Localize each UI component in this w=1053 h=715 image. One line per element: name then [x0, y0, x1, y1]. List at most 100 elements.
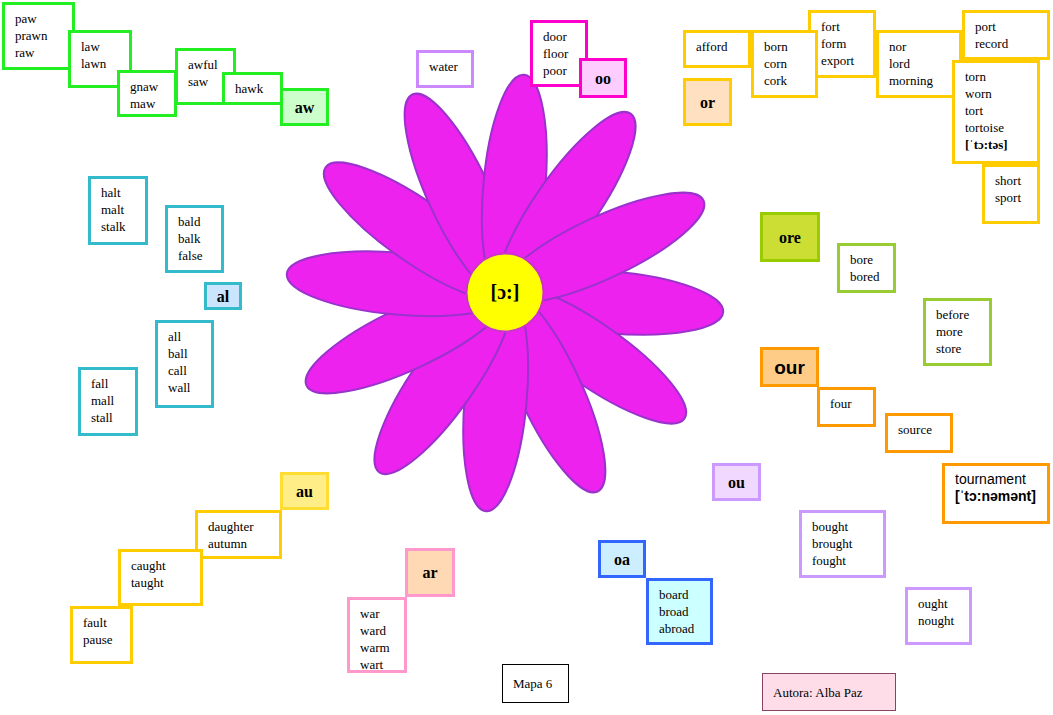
word-box: hawk [222, 72, 283, 105]
word-text: tort [965, 102, 1037, 119]
spelling-tag: al [204, 282, 242, 310]
word-text: source [898, 421, 950, 438]
word-text: fort [821, 18, 873, 35]
word-text: water [429, 58, 471, 75]
word-box: baldbalkfalse [165, 205, 224, 273]
word-text: au [296, 483, 313, 500]
word-text: sport [995, 189, 1037, 206]
word-text: brought [812, 535, 883, 552]
word-text: oa [614, 551, 630, 568]
word-text: or [700, 94, 715, 111]
word-text: gnaw [130, 78, 174, 95]
word-box: haltmaltstalk [88, 176, 148, 245]
word-text: broad [659, 603, 710, 620]
word-text: corn [764, 55, 815, 72]
word-text: tournament [955, 471, 1047, 488]
word-text: afford [696, 38, 748, 55]
word-box: faultpause [70, 606, 133, 664]
word-text: aw [295, 99, 315, 116]
word-box: allballcallwall [155, 320, 214, 408]
word-text: Autora: Alba Paz [773, 684, 863, 701]
word-text: tortoise [965, 119, 1037, 136]
word-text: [ˈtɔ:təs] [965, 136, 1037, 153]
circle-shape [467, 254, 544, 332]
word-box: warwardwarmwart [347, 597, 407, 673]
word-text: fall [91, 375, 135, 392]
petals [284, 72, 726, 514]
word-box: water [416, 50, 474, 88]
word-text: maw [130, 95, 174, 112]
spelling-tag: ar [405, 548, 455, 597]
word-text: form [821, 35, 873, 52]
word-text: stall [91, 409, 135, 426]
spelling-tag: oo [579, 58, 627, 98]
word-box: portrecord [962, 10, 1050, 60]
word-text: call [168, 362, 211, 379]
word-text: wall [168, 379, 211, 396]
word-text: daughter [208, 518, 279, 535]
word-text: our [774, 359, 805, 376]
word-text: hawk [235, 80, 280, 97]
word-text: stalk [101, 218, 145, 235]
word-text: false [178, 247, 221, 264]
word-box: daughterautumn [195, 510, 282, 559]
word-text: taught [131, 574, 200, 591]
word-text: ar [422, 564, 437, 581]
word-text: ore [779, 229, 801, 246]
word-text: torn [965, 68, 1037, 85]
phoneme-circle: [ɔ:] [465, 252, 545, 333]
word-box: afford [683, 30, 751, 68]
word-text: bored [850, 268, 893, 285]
spelling-tag: our [760, 347, 819, 387]
word-text: ball [168, 345, 211, 362]
word-text: war [360, 605, 404, 622]
word-text: all [168, 328, 211, 345]
word-text: warm [360, 639, 404, 656]
word-text: bald [178, 213, 221, 230]
spelling-tag: ore [760, 212, 820, 262]
word-box: shortsport [982, 164, 1040, 224]
word-text: port [975, 18, 1047, 35]
word-text: caught [131, 557, 200, 574]
word-text: Mapa 6 [513, 675, 552, 692]
word-text: more [936, 323, 989, 340]
word-box: source [885, 413, 953, 453]
word-text: bought [812, 518, 883, 535]
word-text: prawn [15, 27, 72, 44]
word-text: paw [15, 10, 72, 27]
word-text: ou [728, 474, 745, 491]
spelling-tag: or [683, 78, 732, 126]
word-text: fought [812, 552, 883, 569]
word-text: board [659, 586, 710, 603]
word-text: al [217, 288, 229, 305]
info-box: Autora: Alba Paz [762, 673, 896, 711]
spelling-tag: oa [598, 540, 646, 578]
word-box: borebored [837, 243, 896, 293]
word-text: mall [91, 392, 135, 409]
word-text: door [543, 28, 585, 45]
word-text: law [81, 38, 129, 55]
word-box: caughttaught [118, 549, 203, 606]
word-text: cork [764, 72, 815, 89]
word-text: autumn [208, 535, 279, 552]
word-box: fallmallstall [78, 367, 138, 436]
word-text: morning [889, 72, 959, 89]
word-text: raw [15, 44, 72, 61]
word-text: awful [188, 56, 233, 73]
word-box: fortformexport [808, 10, 876, 78]
word-box: oughtnought [905, 587, 972, 645]
word-text: ought [918, 595, 969, 612]
word-text: oo [595, 70, 611, 87]
word-text: wart [360, 656, 404, 673]
word-text: nor [889, 38, 959, 55]
word-box: boughtbroughtfought [799, 510, 886, 578]
word-box: tournament[ˈtɔ:nəmənt] [942, 463, 1050, 524]
word-text: nought [918, 612, 969, 629]
word-text: born [764, 38, 815, 55]
word-text: ward [360, 622, 404, 639]
word-box: pawprawnraw [2, 2, 75, 70]
word-text: halt [101, 184, 145, 201]
